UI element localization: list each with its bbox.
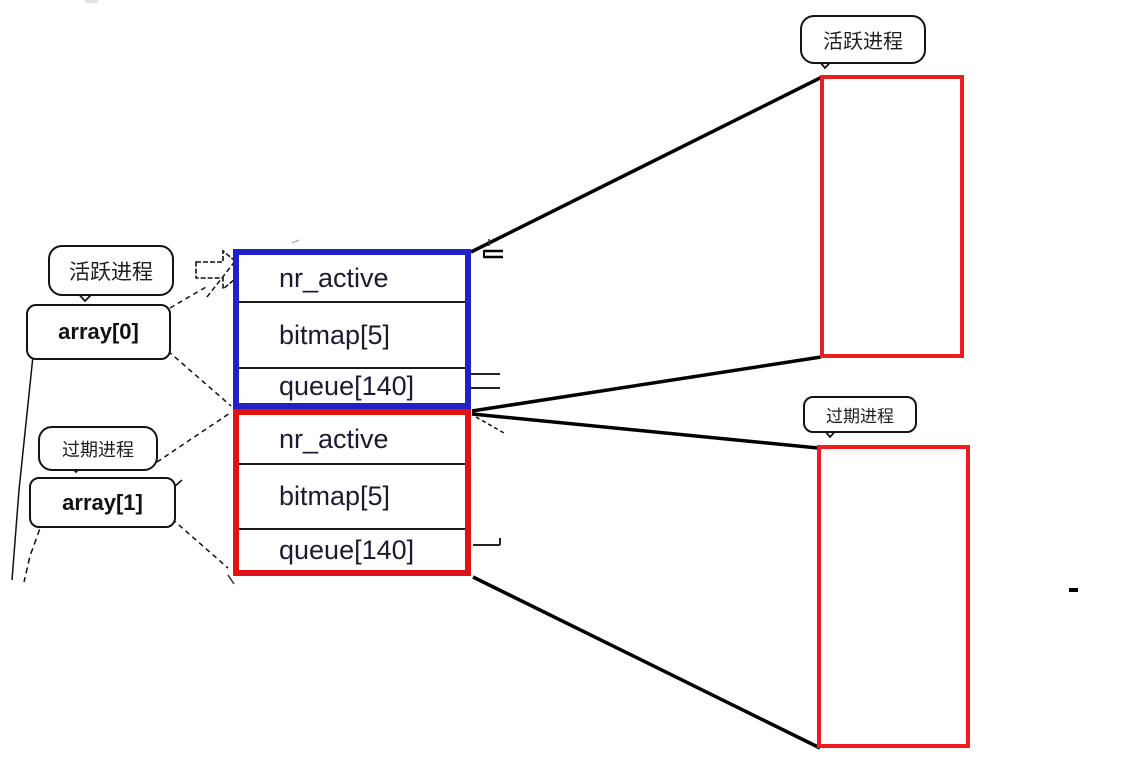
dashed-link-array0-top: [169, 286, 207, 309]
array1-callout-tail-line: [23, 519, 44, 583]
nr-active-field: nr_active: [279, 262, 389, 293]
stray-dash-top: [85, 0, 98, 3]
struct-row-nr-active: nr_active: [239, 415, 465, 465]
expired-priority-array-box: nr_active bitmap[5] queue[140]: [233, 409, 471, 576]
active-queue-rect: [820, 75, 964, 358]
struct-row-queue: queue[140]: [239, 530, 465, 570]
bitmap-field: bitmap[5]: [279, 319, 391, 350]
active-process-label-left: 活跃进程: [69, 260, 153, 284]
junction-dashed-tick: [475, 416, 505, 434]
array1-callout: array[1]: [29, 477, 176, 528]
connector-active-bottom-line: [471, 355, 822, 413]
dashed-link-array1-bottom: [171, 518, 229, 569]
stray-dash-right: [1069, 588, 1078, 592]
queue-field: queue[140]: [279, 370, 415, 401]
queue-field: queue[140]: [279, 534, 415, 565]
dashed-link-array1-top: [156, 412, 231, 463]
dashed-link-array0-bottom: [167, 350, 232, 407]
expired-process-bubble-left: 过期进程: [38, 426, 158, 471]
active-process-bubble-right: 活跃进程: [800, 15, 926, 64]
array0-label: array[0]: [58, 319, 139, 344]
connector-expired-top-line: [471, 412, 819, 450]
nr-active-field: nr_active: [279, 423, 389, 454]
expired-process-bubble-right: 过期进程: [803, 396, 917, 433]
expired-process-label-right: 过期进程: [826, 407, 894, 426]
bitmap-field: bitmap[5]: [279, 481, 391, 511]
stray-tick-above-box: [291, 239, 300, 244]
struct-row-queue: queue[140]: [239, 369, 465, 403]
connector-expired-bottom-line: [472, 575, 821, 750]
active-priority-array-box: nr_active bitmap[5] queue[140]: [233, 249, 471, 409]
connector-active-top-line: [470, 75, 823, 254]
expired-process-label-left: 过期进程: [62, 439, 134, 460]
struct-row-bitmap: bitmap[5]: [239, 465, 465, 530]
expired-box-corner-tick: [227, 574, 235, 585]
active-process-label-right: 活跃进程: [823, 31, 903, 53]
expired-queue-rect: [817, 445, 970, 748]
struct-row-bitmap: bitmap[5]: [239, 303, 465, 369]
array1-label: array[1]: [62, 489, 143, 515]
struct-row-nr-active: nr_active: [239, 255, 465, 303]
active-process-bubble-left: 活跃进程: [48, 245, 174, 296]
array0-callout-tail-line: [11, 355, 34, 581]
array0-callout: array[0]: [26, 304, 171, 360]
